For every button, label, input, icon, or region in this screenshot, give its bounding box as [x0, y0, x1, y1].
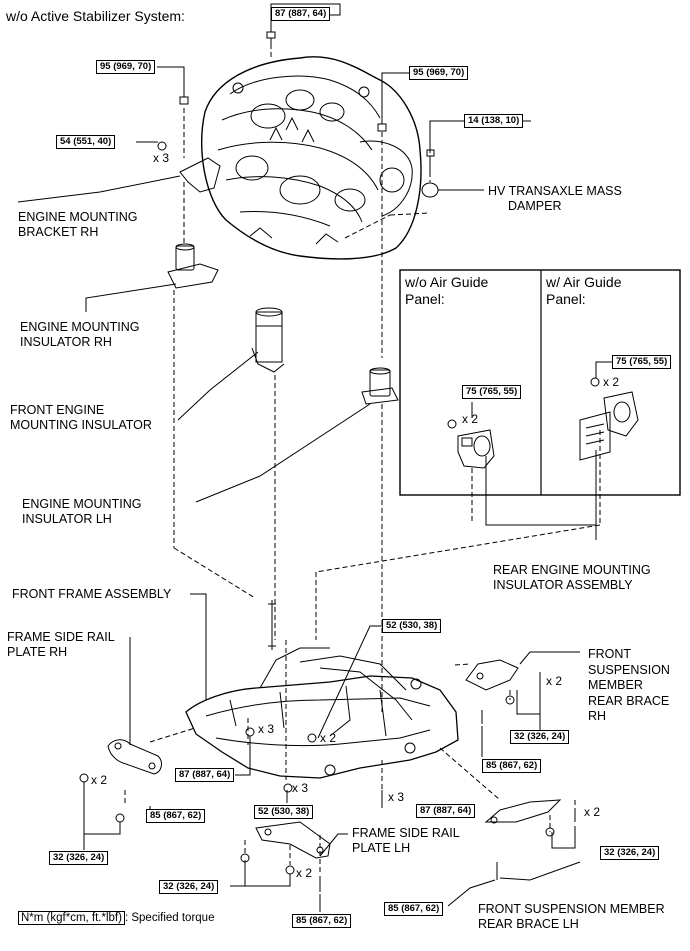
label-line: HV TRANSAXLE MASS: [488, 184, 622, 198]
quantity-marker: x 2: [546, 674, 563, 688]
torque-spec: 85 (867, 62): [384, 902, 444, 916]
torque-spec: 75 (765, 55): [612, 355, 672, 369]
nut-part: [179, 96, 189, 105]
label-line: BRACKET RH: [18, 225, 99, 239]
label-front-suspension-member-rear-brace-lh: FRONT SUSPENSION MEMBER REAR BRACE LH: [478, 902, 665, 932]
torque-spec: 85 (867, 62): [146, 809, 206, 823]
torque-spec: 85 (867, 62): [482, 759, 542, 773]
torque-spec: 87 (887, 64): [175, 768, 235, 782]
air-guide-panel-box: [399, 269, 681, 496]
panel-heading-with-air-guide: w/ Air Guide Panel:: [546, 274, 621, 308]
label-line: ENGINE MOUNTING: [20, 320, 140, 334]
quantity-marker: x 3: [153, 151, 170, 165]
label-rear-engine-mounting-insulator-assembly: REAR ENGINE MOUNTING INSULATOR ASSEMBLY: [493, 563, 651, 593]
label-front-engine-mounting-insulator: FRONT ENGINE MOUNTING INSULATOR: [10, 403, 152, 433]
rear-brace-lh-part: [484, 799, 576, 880]
torque-spec: 52 (530, 38): [382, 619, 442, 633]
insulator-rh-part: [167, 243, 219, 289]
label-line: INSULATOR LH: [22, 512, 112, 526]
torque-spec: 32 (326, 24): [510, 730, 570, 744]
label-engine-mounting-insulator-rh: ENGINE MOUNTING INSULATOR RH: [20, 320, 139, 350]
alignment-lines: [124, 44, 601, 875]
front-insulator-part: [251, 307, 285, 373]
torque-spec: 87 (887, 64): [271, 7, 331, 21]
quantity-marker: x 2: [320, 731, 337, 745]
label-line: SUSPENSION: [588, 662, 670, 677]
label-line: INSULATOR ASSEMBLY: [493, 578, 633, 592]
label-line: FRONT: [588, 647, 632, 661]
panel-heading-without-air-guide: w/o Air Guide Panel:: [405, 274, 488, 308]
bracket-rh-part: [179, 157, 221, 193]
quantity-marker: x 3: [292, 781, 309, 795]
label-line: DAMPER: [508, 199, 562, 213]
label-front-frame-assembly: FRONT FRAME ASSEMBLY: [12, 587, 171, 602]
heading-line: Panel:: [405, 291, 445, 307]
torque-spec: 52 (530, 38): [254, 805, 314, 819]
engine-assembly: [200, 56, 422, 260]
torque-spec: 32 (326, 24): [49, 851, 109, 865]
top-bolt-part: [266, 31, 276, 46]
label-line: PLATE RH: [7, 645, 68, 659]
label-engine-mounting-insulator-lh: ENGINE MOUNTING INSULATOR LH: [22, 497, 141, 527]
label-line: FRAME SIDE RAIL: [7, 630, 115, 644]
nut-part: [377, 123, 387, 132]
torque-spec: 85 (867, 62): [292, 914, 352, 928]
quantity-marker: x 2: [462, 412, 479, 426]
front-frame-part: [185, 600, 459, 779]
page-title: w/o Active Stabilizer System:: [6, 8, 185, 24]
rear-brace-rh-part: [465, 659, 541, 724]
frame-side-rail-plate-lh-part: [240, 821, 331, 892]
bolt-head-part: [157, 141, 167, 151]
rear-insulator-with-guide-part: [579, 377, 639, 461]
torque-spec: 54 (551, 40): [56, 135, 116, 149]
torque-spec: 75 (765, 55): [462, 385, 522, 399]
torque-spec: 32 (326, 24): [600, 846, 660, 860]
label-frame-side-rail-plate-lh: FRAME SIDE RAIL PLATE LH: [352, 826, 460, 856]
quantity-marker: x 3: [258, 722, 275, 736]
label-line: REAR ENGINE MOUNTING: [493, 563, 651, 577]
torque-legend: N*m (kgf*cm, ft.*lbf): Specified torque: [18, 911, 214, 925]
label-line: FRONT ENGINE: [10, 403, 105, 417]
quantity-marker: x 3: [388, 790, 405, 804]
label-frame-side-rail-plate-rh: FRAME SIDE RAIL PLATE RH: [7, 630, 115, 660]
torque-spec: 95 (969, 70): [96, 60, 156, 74]
label-line: RH: [588, 709, 607, 723]
torque-spec: 87 (887, 64): [416, 804, 476, 818]
quantity-marker: x 2: [584, 805, 601, 819]
label-line: REAR BRACE LH: [478, 917, 579, 931]
quantity-marker: x 2: [296, 866, 313, 880]
label-line: ENGINE MOUNTING: [22, 497, 142, 511]
heading-line: Panel:: [546, 291, 586, 307]
label-line: FRAME SIDE RAIL: [352, 826, 460, 840]
label-engine-mounting-bracket-rh: ENGINE MOUNTING BRACKET RH: [18, 210, 137, 240]
insulator-lh-part: [361, 367, 399, 405]
label-line: ENGINE MOUNTING: [18, 210, 138, 224]
label-hv-transaxle-mass-damper: HV TRANSAXLE MASS DAMPER: [488, 184, 622, 214]
quantity-marker: x 2: [603, 375, 620, 389]
torque-spec: 14 (138, 10): [464, 114, 524, 128]
label-line: PLATE LH: [352, 841, 411, 855]
label-line: REAR BRACE: [588, 693, 670, 708]
torque-spec: 32 (326, 24): [159, 880, 219, 894]
rear-insulator-part: [447, 419, 495, 469]
heading-line: w/ Air Guide: [546, 274, 622, 290]
label-line: INSULATOR RH: [20, 335, 112, 349]
torque-spec: 95 (969, 70): [409, 66, 469, 80]
legend-caption: : Specified torque: [124, 912, 215, 924]
quantity-marker: x 2: [91, 773, 108, 787]
label-line: MOUNTING INSULATOR: [10, 418, 152, 432]
label-line: FRONT FRAME ASSEMBLY: [12, 587, 172, 601]
label-line: FRONT SUSPENSION MEMBER: [478, 902, 665, 916]
legend-unit-box: N*m (kgf*cm, ft.*lbf): [18, 911, 125, 925]
leader-lines: [17, 3, 612, 912]
label-line: MEMBER: [588, 678, 643, 692]
label-front-suspension-member-rear-brace-rh: FRONT SUSPENSION MEMBER REAR BRACE RH: [588, 647, 670, 725]
heading-line: w/o Air Guide: [405, 274, 489, 290]
